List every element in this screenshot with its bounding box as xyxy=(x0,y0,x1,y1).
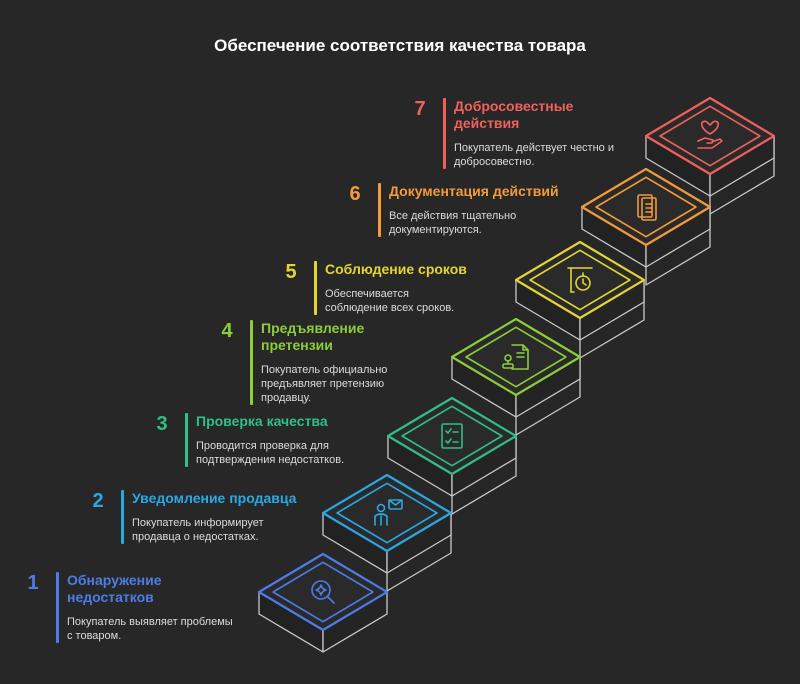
step-title: Документация действий xyxy=(389,183,559,199)
step-accent-bar xyxy=(185,413,188,467)
step-4: 4 Предъявление претензии Покупатель офиц… xyxy=(212,320,452,405)
step-number: 2 xyxy=(92,490,104,512)
step-number: 5 xyxy=(285,261,297,283)
stair-step-4 xyxy=(450,317,582,436)
step-accent-bar xyxy=(121,490,124,544)
documents-icon xyxy=(637,194,657,221)
step-title: Добросовестные действия xyxy=(454,98,574,131)
step-7: 7 Добросовестные действия Покупатель дей… xyxy=(405,98,645,169)
stair-step-3 xyxy=(386,396,518,515)
step-accent-bar xyxy=(443,98,446,169)
step-5: 5 Соблюдение сроков Обеспечивается соблю… xyxy=(276,261,516,315)
stopwatch-sign-icon xyxy=(567,267,593,293)
step-number: 7 xyxy=(414,98,426,120)
step-description: Покупатель официально предъявляет претен… xyxy=(261,364,388,404)
step-description: Покупатель действует честно и добросовес… xyxy=(454,142,614,168)
step-description: Все действия тщательно документируются. xyxy=(389,210,517,236)
step-title: Проверка качества xyxy=(196,413,328,429)
step-title: Обнаружение недостатков xyxy=(67,572,162,605)
page-title: Обеспечение соответствия качества товара xyxy=(214,36,586,55)
step-6: 6 Документация действий Все действия тща… xyxy=(340,183,580,237)
document-stamp-icon xyxy=(502,344,529,370)
step-1: 1 Обнаружение недостатков Покупатель выя… xyxy=(18,572,258,643)
step-title: Соблюдение сроков xyxy=(325,261,467,277)
stair-step-7 xyxy=(644,96,776,215)
stair-step-6 xyxy=(580,167,712,286)
stair-step-2 xyxy=(321,473,453,592)
search-sparkle-icon xyxy=(311,580,335,604)
hand-heart-icon xyxy=(697,120,723,149)
stair-step-5 xyxy=(514,240,646,359)
step-number: 4 xyxy=(221,320,233,342)
person-mail-icon xyxy=(374,499,403,526)
step-description: Покупатель выявляет проблемы с товаром. xyxy=(67,616,233,642)
step-description: Проводится проверка для подтверждения не… xyxy=(196,440,345,466)
checklist-icon xyxy=(441,423,463,449)
step-number: 1 xyxy=(27,572,39,594)
step-accent-bar xyxy=(314,261,317,315)
step-title: Уведомление продавца xyxy=(132,490,297,506)
step-number: 3 xyxy=(156,413,168,435)
step-number: 6 xyxy=(349,183,361,205)
step-accent-bar xyxy=(378,183,381,237)
stair-step-1 xyxy=(257,552,389,653)
step-title: Предъявление претензии xyxy=(261,320,365,353)
step-accent-bar xyxy=(250,320,253,405)
step-description: Покупатель информирует продавца о недост… xyxy=(132,517,264,543)
step-description: Обеспечивается соблюдение всех сроков. xyxy=(325,288,455,314)
step-3: 3 Проверка качества Проводится проверка … xyxy=(147,413,387,467)
step-2: 2 Уведомление продавца Покупатель информ… xyxy=(83,490,323,544)
step-accent-bar xyxy=(56,572,59,643)
